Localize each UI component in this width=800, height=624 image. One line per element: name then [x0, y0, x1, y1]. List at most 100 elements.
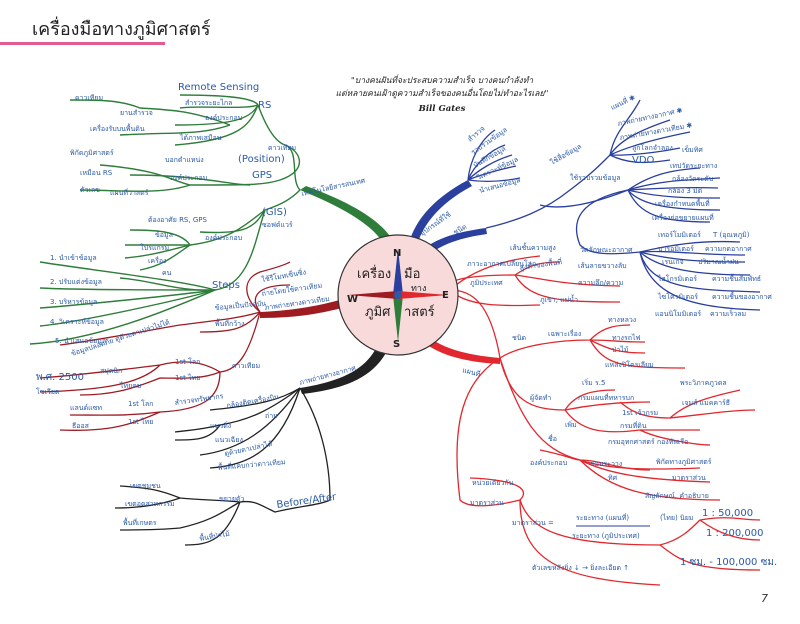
needle-east — [398, 291, 448, 299]
collect-label: ใช้รวบรวมข้อมูล — [570, 173, 621, 182]
collect-item-2: เทปวัดระยะทาง — [670, 162, 717, 170]
types-lines — [467, 99, 761, 311]
step-3: 3. บริหารข้อมูล — [50, 298, 97, 306]
center-title-2: มือ — [404, 266, 420, 282]
history-8: 1st โลก — [128, 399, 153, 408]
gps-label: GPS — [252, 170, 272, 181]
scale-value-3: 1 ซม. - 100,000 ซม. — [680, 557, 777, 568]
gis-sub-1: ข้อมูล — [155, 231, 173, 239]
branch-map-trunk — [418, 332, 500, 364]
rs-item-3: องค์ประกอบ — [205, 114, 242, 122]
present-label: ใช้สื่อข้อมูล — [549, 142, 583, 167]
scale-formula-lhs: มาตราส่วน = — [512, 519, 554, 527]
elements-item-2: พิกัดทางภูมิศาสตร์ — [656, 458, 712, 466]
quote-line-2: แต่หลายคนเฝ้าดูความสำเร็จของคนอื่นโดยไม่… — [335, 89, 549, 99]
collect-item-5: เครื่องกำหนดพื้นที่ — [655, 197, 710, 208]
needle-north — [393, 248, 403, 295]
aerial-item-3: ถ่ายโดยใช้ดาวเทียม — [261, 281, 323, 298]
scale-thai-std: (ไทย) นิยม — [660, 513, 693, 522]
scale-value-1: 1 : 50,000 — [702, 508, 753, 519]
photo-lines — [114, 387, 331, 546]
weather-measure-2: ความกดอากาศ — [705, 245, 752, 253]
world-item-6: ภาวะอากาศเปลี่ยนโลก — [467, 259, 536, 268]
gis-label-2: ซอฟต์แวร์ — [262, 221, 293, 229]
branch-aerial-trunk — [260, 300, 342, 318]
maker-label: ผู้จัดทำ — [530, 394, 551, 402]
scale-note: ตัวเลขหลังยิ่ง ↓ → ยิ่งละเอียด ↑ — [532, 563, 629, 572]
weather-tool-4: ไฮโกรมิเตอร์ — [657, 274, 697, 283]
gps-item-3: แผนที่วาสตร์ — [110, 188, 149, 197]
history-1: พ.ศ. 2500 — [36, 372, 84, 383]
history-5: ไทยคม — [119, 381, 142, 390]
weather-measure-6: ความเร็วลม — [710, 309, 746, 318]
maker-item-4: พระวิภาคภูวดล — [680, 379, 727, 387]
aerial-lines — [39, 261, 291, 431]
present-item-1: แผนที่ ✱ — [609, 93, 637, 112]
center-title-3: ทาง — [411, 284, 426, 294]
world-item-3: เส้นลายขวางลับ — [578, 262, 627, 270]
weather-tool-3: เรนเกจ — [662, 258, 684, 266]
compass-w: W — [347, 294, 358, 305]
quote-author: Bill Gates — [418, 104, 466, 114]
kind-special: เฉพาะเรื่อง — [548, 329, 581, 338]
ba-item-3: เขตอุตสาหกรรม — [125, 500, 175, 508]
maker-item-7: กรมที่ดิน — [620, 421, 647, 430]
maker-item-3: 1st เจ้ากรม — [622, 409, 658, 417]
needle-south — [393, 295, 403, 342]
page-number: 7 — [761, 592, 768, 605]
gps-position: (Position) — [238, 154, 285, 165]
weather-tool-2: บารอมิเตอร์ — [658, 245, 694, 253]
history-10: 1st ไทย — [128, 417, 153, 426]
gis-sub-3: เครื่อง — [148, 256, 166, 265]
kind-label: ชนิด — [512, 334, 526, 342]
tech-lines — [29, 94, 301, 345]
rs-item-2: สำรวจระยะไกล — [185, 98, 232, 107]
tech-label: เทคโนโลยีสารสนเทศ — [301, 176, 367, 198]
page-title: เครื่องมือทางภูมิศาสตร์ — [32, 19, 211, 40]
rs-item-4: ได้ภาพเสมือน — [179, 133, 222, 142]
tech-labels: เทคโนโลยีสารสนเทศ ดาวเทียม RS Remote Sen… — [50, 82, 366, 345]
weather-tool-1: เทอร์โมมิเตอร์ — [658, 230, 701, 239]
elements-prefix: ชื่อ — [548, 434, 557, 443]
gis-sub-4: คน — [162, 269, 172, 277]
history-7: แลนด์แซท — [70, 404, 102, 412]
maker-item-6: เพิ่ม — [565, 420, 577, 429]
collect-item-1: เข็มทิศ — [682, 145, 703, 154]
scale-value-2: 1 : 200,000 — [706, 528, 763, 539]
rs-sub-2: ยานสำรวจ — [120, 109, 153, 117]
center-title-4: ภูมิศ — [365, 305, 391, 320]
kind-item-2: ทางรถไฟ — [612, 333, 640, 342]
world-item-1: เส้นชั้นความสูง — [510, 241, 556, 252]
weather-measure-3: ปริมาณน้ำฝน — [698, 255, 739, 266]
weather-measure-4: ความชื้นสัมพัทธ์ — [712, 272, 761, 283]
aerial-item-2: พื้นที่กว้าง — [215, 317, 245, 328]
rs-sub-3: เครื่องรับบนพื้นดิน — [90, 122, 145, 133]
history-3: สปุตนิก — [100, 367, 122, 375]
history-4: 1st โลก — [175, 357, 200, 366]
before-after-label: Before/After — [276, 492, 338, 511]
gps-sub-3: ตัวเลข — [80, 186, 100, 194]
tech-satellite: ดาวเทียม — [268, 144, 296, 152]
center-title-5: าสตร์ — [404, 304, 435, 320]
maker-item-8: กรมอุทกศาสตร์ กองทัพเรือ — [608, 438, 688, 446]
elements-item-4: มาตราส่วน — [672, 474, 706, 482]
gis-item-1: ต้องอาศัย RS, GPS — [148, 216, 207, 224]
maker-item-2: กรมแผนที่ทหารบก — [578, 393, 634, 402]
history-2: โซเวียต — [36, 387, 60, 396]
maker-item-5: เจมส์ แมคคาร์ธี — [682, 399, 730, 407]
map-label: แผนที่ — [461, 365, 481, 378]
compass-n: N — [393, 248, 401, 259]
weather-tool-5: ไซโครมิเตอร์ — [657, 292, 698, 301]
step-5: 5. นำเสนอข้อมูล — [55, 337, 106, 345]
center-title-1: เครื่อง — [357, 265, 391, 282]
weather-measure-5: ความชื้นของอากาศ — [712, 290, 772, 301]
gis-label: (GIS) — [262, 207, 287, 218]
scale-label: มาตราส่วน — [470, 499, 504, 507]
world-item-7: ภูมิประเทศ — [470, 279, 503, 287]
gps-sub-1: พิกัดภูมิศาสตร์ — [70, 149, 114, 157]
world-item-5: ภูเขา, แม่น้ำ — [540, 293, 578, 304]
present-item-4: ลูกโลกจำลอง — [632, 143, 673, 152]
scale-unit-label: หน่วยเดียวกัน — [472, 479, 514, 487]
step-2: 2. ปรับแต่งข้อมูล — [50, 278, 102, 286]
